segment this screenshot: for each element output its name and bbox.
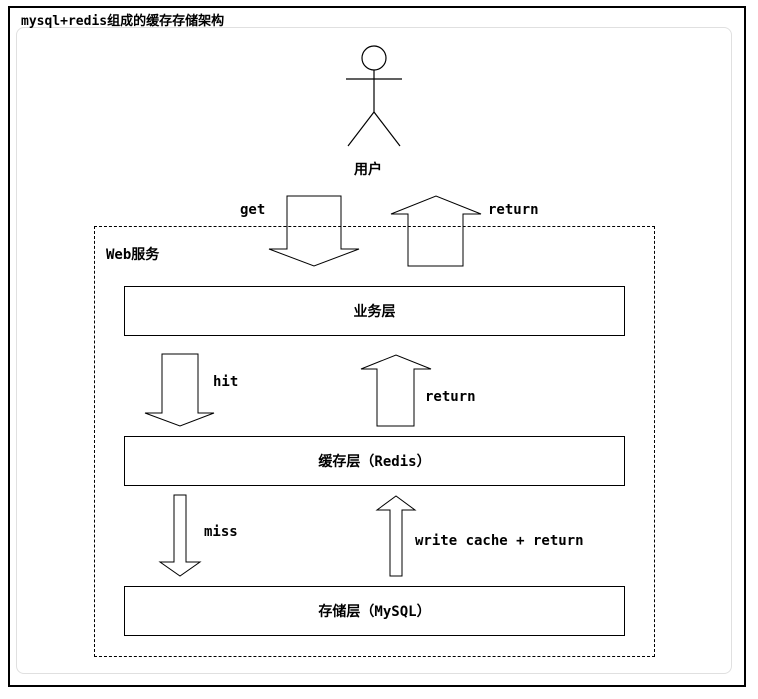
business-layer-label: 业务层 <box>353 304 396 320</box>
return-top-arrow <box>390 195 482 267</box>
outer-frame <box>8 6 746 687</box>
user-leg-left <box>347 111 375 147</box>
user-figure-icon <box>346 45 402 147</box>
write-cache-label: write cache + return <box>415 533 584 549</box>
business-layer: 业务层 <box>124 286 625 336</box>
user-label: 用户 <box>354 162 382 178</box>
miss-arrow <box>158 494 202 577</box>
storage-layer: 存储层（MySQL） <box>124 586 625 636</box>
get-label: get <box>240 202 266 218</box>
storage-layer-label: 存储层（MySQL） <box>318 604 431 620</box>
cache-layer: 缓存层（Redis） <box>124 436 625 486</box>
web-service-label: Web服务 <box>106 247 160 263</box>
cache-layer-label: 缓存层（Redis） <box>318 454 431 470</box>
get-arrow <box>268 195 360 267</box>
hit-arrow <box>144 353 215 427</box>
web-service-boundary <box>94 226 655 657</box>
return-mid-arrow <box>360 354 432 427</box>
inner-panel <box>16 27 732 674</box>
return-top-label: return <box>488 202 539 218</box>
hit-label: hit <box>213 374 239 390</box>
write-cache-arrow <box>375 495 417 577</box>
miss-label: miss <box>204 524 238 540</box>
return-mid-label: return <box>425 389 476 405</box>
user-leg-right <box>373 111 401 147</box>
diagram-title: mysql+redis组成的缓存存储架构 <box>21 14 225 29</box>
user-head <box>361 45 387 71</box>
